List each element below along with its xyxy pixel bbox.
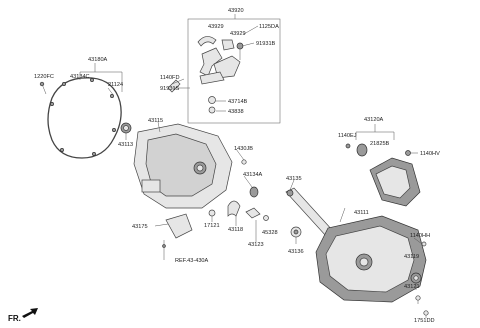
bolt-1140fd: [167, 79, 184, 93]
label-1140fd: 1140FD: [160, 75, 180, 81]
label-43135: 43135: [286, 176, 302, 182]
label-17121: 17121: [204, 223, 220, 229]
label-91931b: 91931B: [256, 41, 276, 47]
label-43920: 43920: [228, 8, 244, 14]
label-21124: 21124: [108, 82, 123, 88]
transmission-case-43111: [315, 215, 427, 303]
label-43120a: 43120A: [364, 117, 384, 123]
bolt-1140ej: [345, 143, 351, 149]
washer-17121: [208, 209, 216, 217]
label-1430jb: 1430JB: [234, 146, 253, 152]
shift-lever-assembly: [197, 36, 244, 114]
label-1140hv: 1140HV: [420, 151, 440, 157]
label-43714b: 43714B: [228, 99, 248, 105]
label-43118: 43118: [228, 227, 243, 233]
plug-1430jb: [241, 159, 247, 165]
label-43121: 43121: [404, 284, 420, 290]
label-1125da: 1125DA: [259, 24, 279, 30]
plug-1751dd: [423, 310, 429, 316]
label-43119: 43119: [404, 254, 419, 260]
label-1751dd: 1751DD: [414, 318, 435, 324]
label-43113: 43113: [118, 142, 133, 148]
label-45328: 45328: [262, 230, 278, 236]
bracket-43118: [227, 200, 241, 217]
label-1140ej: 1140EJ: [338, 133, 357, 139]
seal-43134a: [249, 186, 259, 198]
gasket-43134c: [47, 77, 122, 159]
clutch-housing-43115: [133, 123, 233, 209]
bracket-43120a: [369, 157, 421, 207]
bolt-1220fc: [39, 81, 47, 95]
label-43123: 43123: [248, 242, 264, 248]
label-21825b: 21825B: [370, 141, 390, 147]
plug-43121: [415, 295, 421, 301]
label-43929: 43929: [230, 31, 246, 37]
front-arrow-icon: [22, 308, 38, 318]
label-91931s: 91931S: [160, 86, 180, 92]
label-43180a: 43180A: [88, 57, 108, 63]
label-43136: 43136: [288, 249, 304, 255]
front-direction-label: FR.: [8, 314, 21, 323]
label-43175: 43175: [132, 224, 148, 230]
leader-lines: [107, 25, 427, 318]
bracket-43175: [165, 213, 193, 239]
mount-21825b: [356, 143, 368, 157]
bolt-45328: [263, 215, 269, 221]
label-43111: 43111: [354, 210, 369, 216]
label-43115: 43115: [148, 118, 163, 124]
part-labels: 43920 43929 43929 1125DA 91931B 43180A 4…: [8, 8, 440, 324]
part-43123: [245, 207, 261, 219]
label-1220fc: 1220FC: [34, 74, 54, 80]
bolt-1140hv: [405, 150, 411, 156]
reference-note: REF.43-430A: [175, 258, 209, 264]
shift-group-frame: [187, 18, 281, 124]
label-1140hh: 1140HH: [410, 233, 430, 239]
label-43134c: 43134C: [70, 74, 90, 80]
plug-1140hh: [421, 241, 427, 247]
label-43134a: 43134A: [243, 172, 263, 178]
label-43838: 43838: [228, 109, 244, 115]
label-43929: 43929: [208, 24, 224, 30]
